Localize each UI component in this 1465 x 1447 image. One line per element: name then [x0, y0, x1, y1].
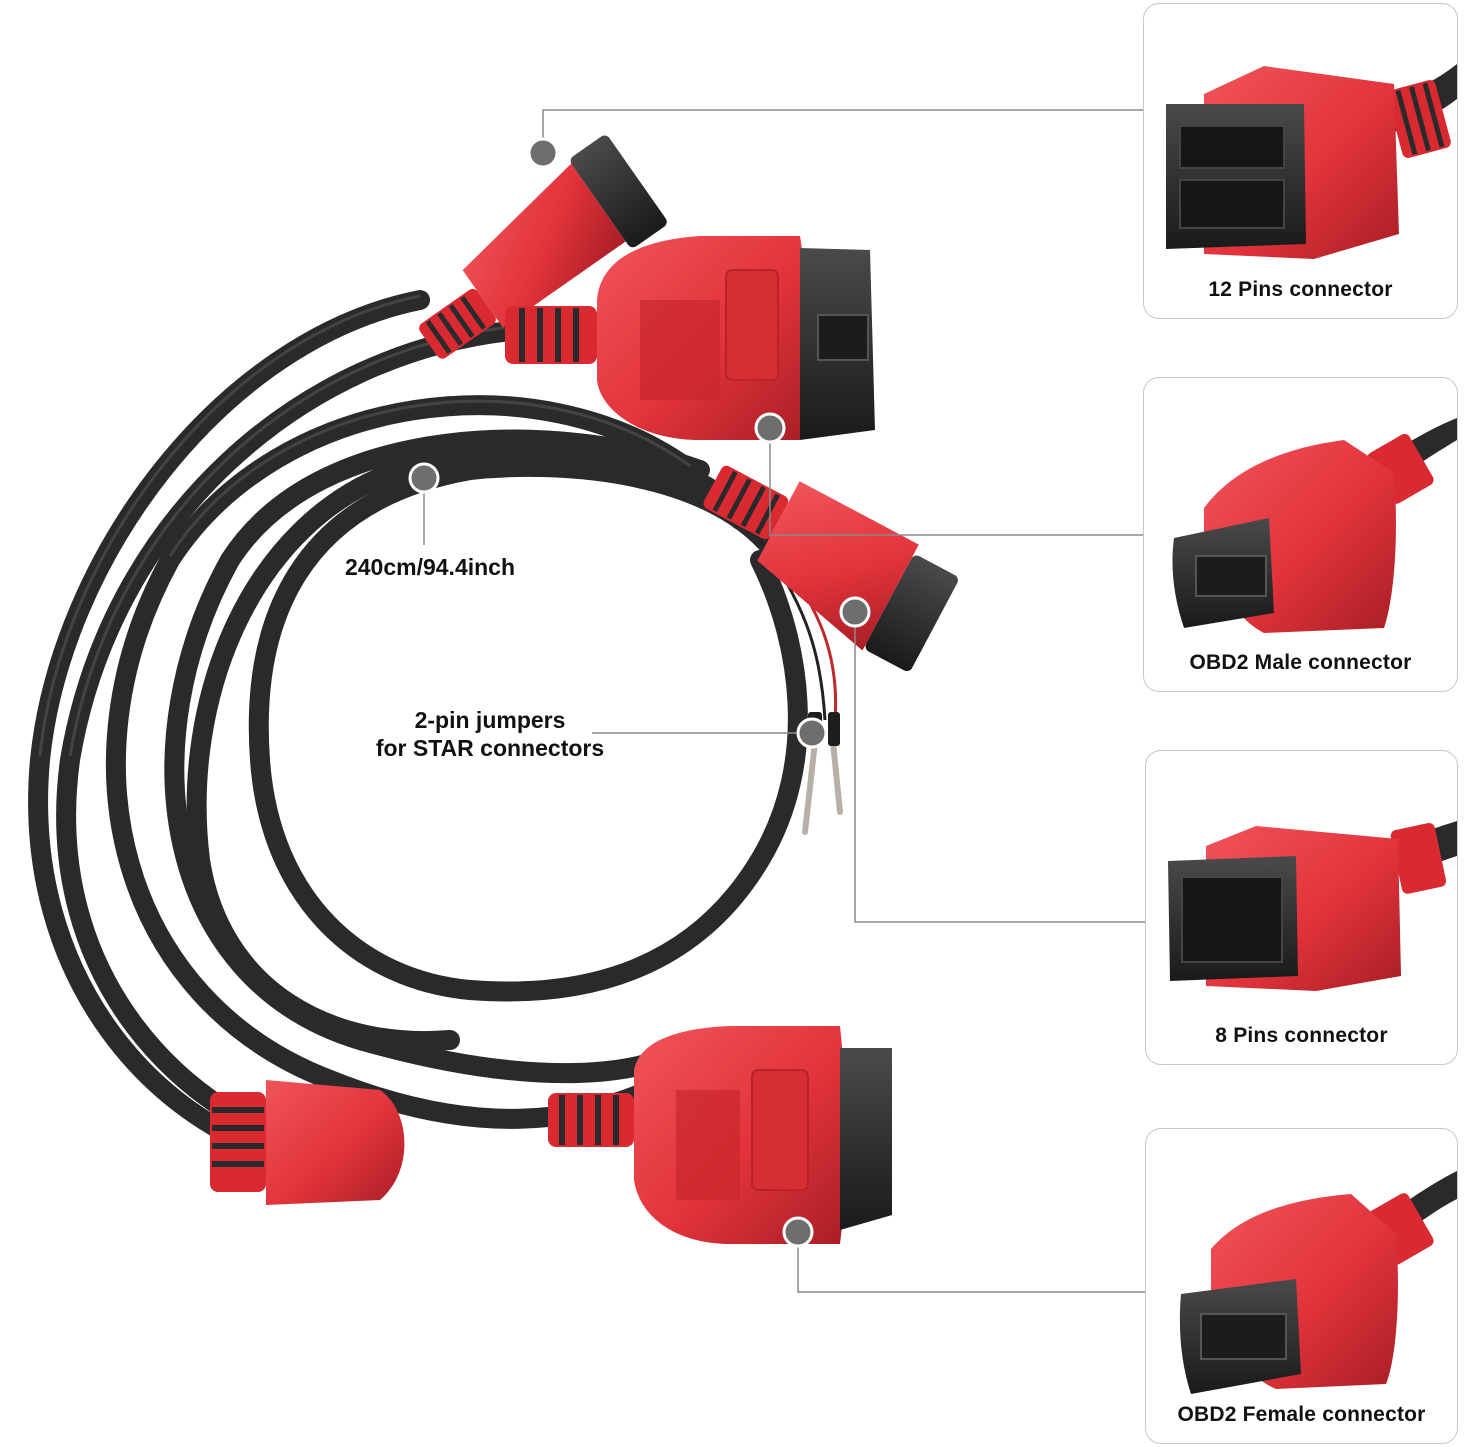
connector-obd2-male: [505, 236, 875, 440]
connector-obd2-female: [548, 1026, 892, 1244]
connector-obd2-male-photo: [1172, 418, 1457, 633]
connector-12pin: [419, 135, 667, 359]
connector-8pin-photo: [1168, 821, 1457, 991]
connector-card-obd2-female: OBD2 Female connector: [1145, 1128, 1458, 1444]
jumper-label: 2-pin jumpers for STAR connectors: [340, 706, 640, 762]
connector-label-obd2-male: OBD2 Male connector: [1189, 651, 1412, 674]
cable-loops: [28, 290, 808, 1170]
connector-obd2-female-photo: [1179, 1171, 1457, 1394]
connector-label-obd2-female: OBD2 Female connector: [1177, 1403, 1426, 1426]
connector-label-8pin: 8 Pins connector: [1215, 1024, 1388, 1047]
jumper-label-line2: for STAR connectors: [375, 735, 605, 761]
cable-splitter: [210, 1080, 405, 1205]
connector-card-obd2-male: OBD2 Male connector: [1143, 377, 1458, 692]
marker-dots: [408, 137, 871, 1248]
cable-length-label: 240cm/94.4inch: [344, 554, 516, 580]
connector-card-12pin: 12 Pins connector: [1143, 3, 1458, 319]
jumper-label-line1: 2-pin jumpers: [414, 707, 566, 733]
connector-card-8pin: 8 Pins connector: [1145, 750, 1458, 1065]
jumper-pins: [802, 739, 843, 835]
connector-8pin: [703, 465, 958, 672]
connector-12pin-photo: [1166, 64, 1457, 259]
connector-label-12pin: 12 Pins connector: [1208, 278, 1393, 301]
